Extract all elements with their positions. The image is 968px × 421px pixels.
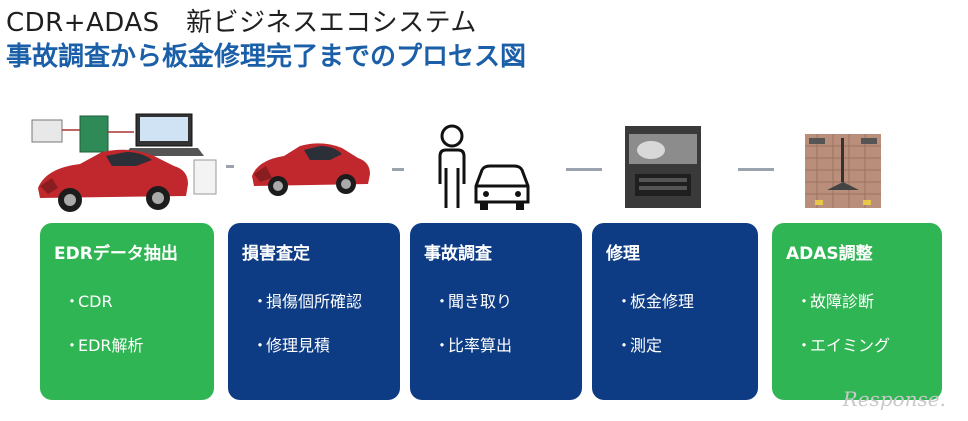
- step-title: 損害査定: [242, 244, 310, 264]
- step-title: EDRデータ抽出: [54, 244, 178, 264]
- step-card-repair: 修理 ・板金修理 ・測定: [592, 223, 758, 400]
- step-card-edr: EDRデータ抽出 ・CDR ・EDR解析: [40, 223, 214, 400]
- step-title: 修理: [606, 244, 640, 264]
- car-front-photo: [625, 126, 701, 208]
- edr-extraction-illustration: [31, 113, 217, 212]
- step-item: ・聞き取り: [434, 292, 513, 311]
- damaged-car-illustration: [252, 143, 370, 196]
- step-item: ・EDR解析: [64, 336, 144, 355]
- step-title: ADAS調整: [786, 244, 873, 264]
- person-and-car-icon: [438, 124, 530, 210]
- step-item: ・損傷個所確認: [252, 292, 363, 311]
- title-line2: 事故調査から板金修理完了までのプロセス図: [6, 42, 527, 72]
- step-item: ・エイミング: [796, 336, 891, 355]
- response-watermark: Response.: [842, 387, 946, 411]
- step-card-accident-investigation: 事故調査 ・聞き取り ・比率算出: [410, 223, 582, 400]
- step-item: ・板金修理: [616, 292, 695, 311]
- connector-2: [392, 168, 404, 171]
- connector-1: [226, 165, 234, 168]
- connector-3: [566, 168, 602, 171]
- step-item: ・修理見積: [252, 336, 331, 355]
- step-item: ・測定: [616, 336, 663, 355]
- step-card-damage-assessment: 損害査定 ・損傷個所確認 ・修理見積: [228, 223, 400, 400]
- adas-aiming-photo: [805, 134, 881, 208]
- step-card-adas: ADAS調整 ・故障診断 ・エイミング: [772, 223, 942, 400]
- title-line1: CDR+ADAS 新ビジネスエコシステム: [6, 8, 477, 38]
- step-item: ・CDR: [64, 292, 113, 311]
- connector-4: [738, 168, 774, 171]
- step-item: ・比率算出: [434, 336, 513, 355]
- step-item: ・故障診断: [796, 292, 875, 311]
- step-title: 事故調査: [424, 244, 492, 264]
